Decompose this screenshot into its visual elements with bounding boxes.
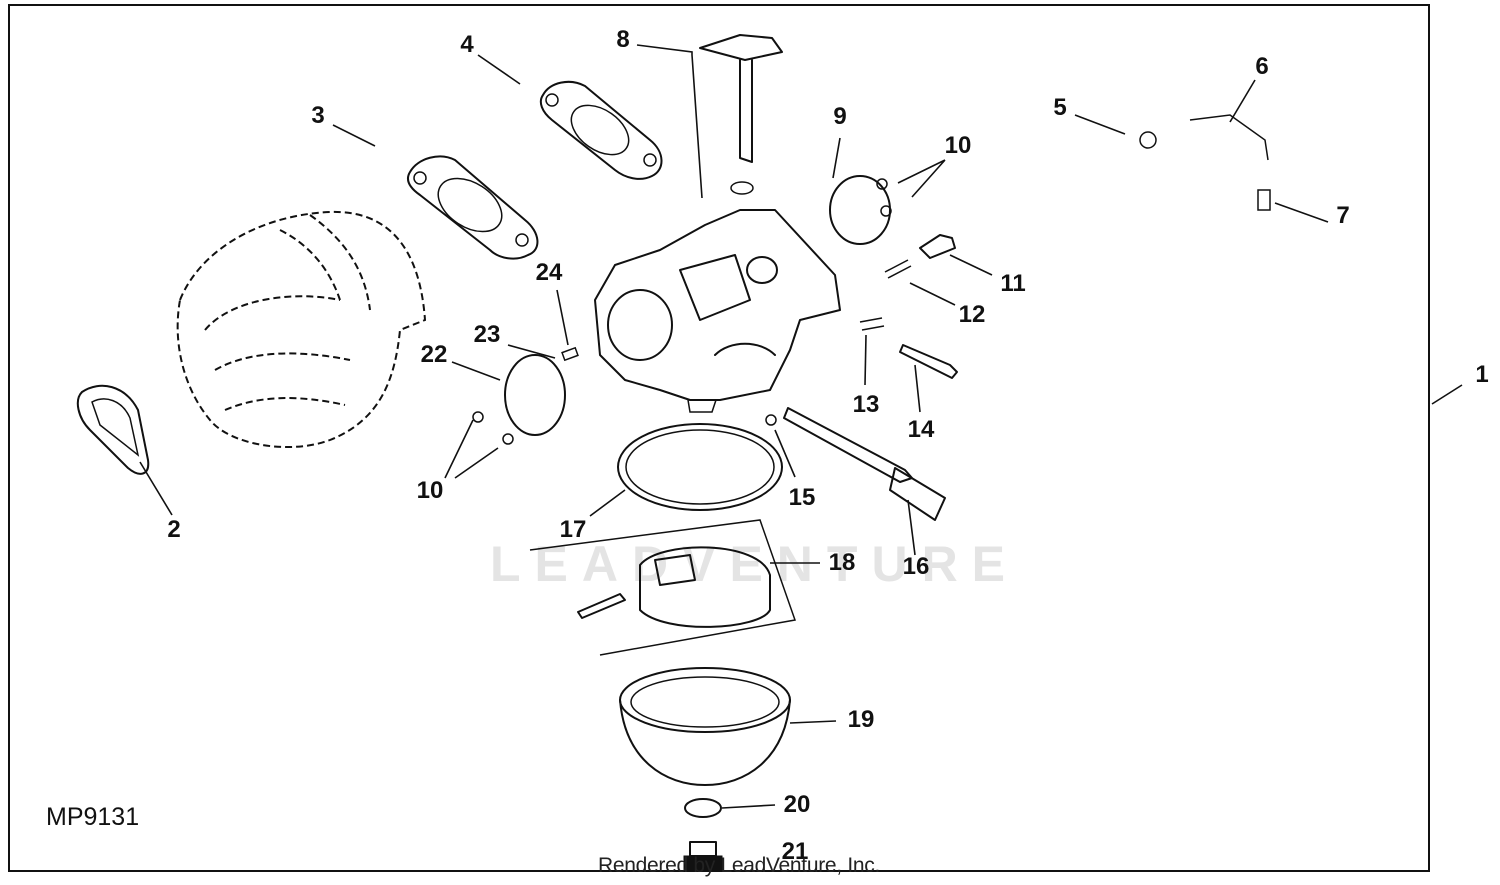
needle-screws-and-springs — [859, 234, 958, 379]
dashed-engine-intake-outline — [176, 210, 427, 449]
diagram-frame — [8, 4, 1430, 872]
part-4-gasket — [539, 80, 663, 180]
part-20-washer — [684, 798, 722, 818]
callout-3: 3 — [311, 102, 325, 129]
part-22-plate — [504, 354, 566, 436]
callout-9: 9 — [833, 103, 847, 130]
callout-10-upper: 10 — [944, 132, 972, 159]
callout-15: 15 — [788, 484, 816, 511]
watermark-text: LEADVENTURE — [490, 536, 1020, 592]
callout-16: 16 — [902, 553, 930, 580]
callout-17: 17 — [559, 516, 587, 543]
render-credit: Rendered by LeadVenture, Inc. — [598, 854, 881, 877]
callout-12: 12 — [958, 301, 986, 328]
part-8-shaft — [699, 34, 783, 195]
callout-1: 1 — [1475, 361, 1489, 388]
callout-18: 18 — [828, 549, 856, 576]
part-3-gasket — [407, 155, 539, 260]
callout-11: 11 — [1000, 270, 1026, 297]
callout-5: 5 — [1053, 94, 1067, 121]
callout-leader-lines — [139, 44, 1463, 809]
part-9-plate — [829, 175, 891, 245]
part-19-float-bowl — [619, 667, 791, 786]
part-21-drain-screw — [683, 841, 723, 871]
callout-10-lower: 10 — [416, 477, 444, 504]
callout-6: 6 — [1255, 53, 1269, 80]
small-screws — [472, 114, 1271, 445]
callout-19: 19 — [847, 706, 875, 733]
callout-24: 24 — [535, 259, 563, 286]
callout-8: 8 — [616, 26, 630, 53]
part-2-gasket — [76, 384, 150, 475]
callout-4: 4 — [460, 31, 474, 58]
callout-22: 22 — [420, 341, 448, 368]
callout-2: 2 — [167, 516, 181, 543]
callout-20: 20 — [783, 791, 811, 818]
callout-14: 14 — [907, 416, 935, 443]
part-18-float — [529, 519, 796, 656]
callout-7: 7 — [1336, 202, 1350, 229]
callout-23: 23 — [473, 321, 501, 348]
callout-21: 21 — [781, 838, 809, 865]
part-16-throttle-shaft — [783, 407, 946, 521]
callout-13: 13 — [852, 391, 880, 418]
part-17-gasket-ring — [617, 423, 783, 511]
figure-id: MP9131 — [46, 803, 140, 831]
carburetor-body — [594, 209, 841, 413]
